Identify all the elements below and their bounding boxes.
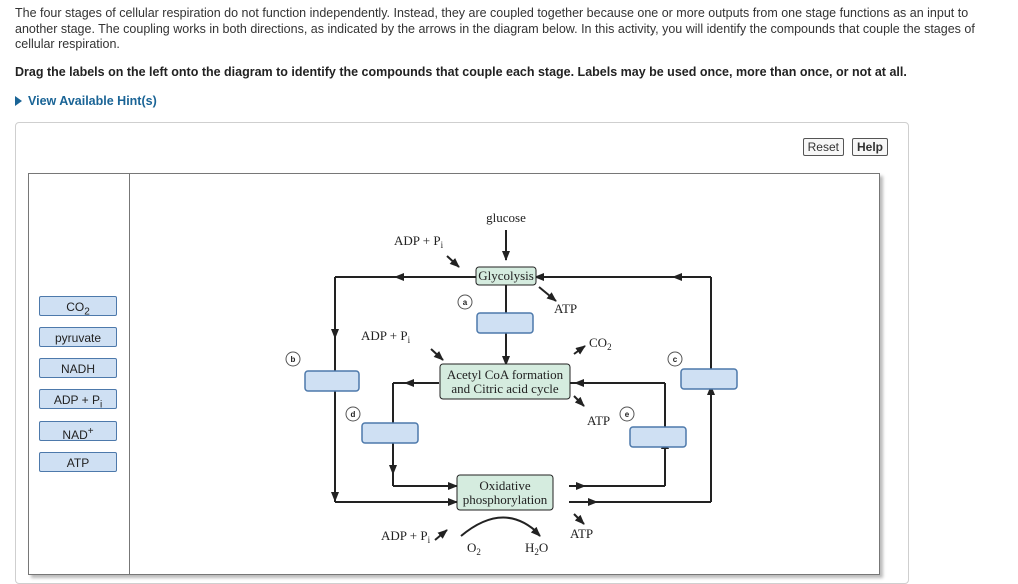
label-co2[interactable]: CO2	[39, 296, 117, 317]
intro-text: The four stages of cellular respiration …	[15, 6, 975, 51]
reset-button[interactable]: Reset	[802, 138, 844, 156]
glycolysis-box	[475, 266, 537, 286]
dropzone-c[interactable]	[680, 368, 738, 390]
target-b-marker	[285, 351, 301, 367]
co2-label: CO2	[589, 335, 612, 352]
label-bank: CO2 pyruvate NADH ADP + Pi NAD+ ATP	[29, 174, 130, 574]
glycolysis-label: Glycolysis	[478, 268, 534, 283]
diagram-panel: CO2 pyruvate NADH ADP + Pi NAD+ ATP	[28, 173, 880, 575]
oxphos-line2: phosphorylation	[463, 492, 548, 507]
connector-arrows	[331, 230, 715, 541]
acetyl-coa-line2: and Citric acid cycle	[451, 381, 558, 396]
dropzone-b[interactable]	[304, 370, 360, 392]
activity-container: Reset Help CO2 pyruvate NADH ADP + Pi NA…	[15, 122, 909, 584]
oxphos-line1: Oxidative	[479, 478, 530, 493]
acetyl-coa-box	[439, 363, 571, 400]
label-adp-pi[interactable]: ADP + Pi	[39, 389, 117, 410]
target-c-marker	[667, 351, 683, 367]
label-atp[interactable]: ATP	[39, 452, 117, 472]
label-pyruvate[interactable]: pyruvate	[39, 327, 117, 347]
target-c-letter: c	[673, 355, 678, 364]
adp-pi-label-1: ADP + Pi	[394, 233, 444, 250]
o2-h2o-curve	[460, 516, 540, 537]
glucose-label: glucose	[486, 210, 526, 225]
view-hints-label: View Available Hint(s)	[28, 94, 157, 108]
target-a-letter: a	[463, 298, 468, 307]
instruction-text: Drag the labels on the left onto the dia…	[15, 65, 907, 79]
o2-label: O2	[467, 540, 481, 557]
acetyl-coa-line1: Acetyl CoA formation	[447, 367, 564, 382]
label-nad-plus[interactable]: NAD+	[39, 421, 117, 442]
adp-pi-label-2: ADP + Pi	[361, 328, 411, 345]
target-e-letter: e	[625, 410, 630, 419]
target-a-marker	[457, 294, 473, 310]
target-b-letter: b	[291, 355, 296, 364]
target-e-marker	[619, 406, 635, 422]
atp-label-3: ATP	[570, 526, 593, 541]
help-button[interactable]: Help	[851, 138, 888, 156]
label-nadh[interactable]: NADH	[39, 358, 117, 378]
view-hints-link[interactable]: View Available Hint(s)	[15, 94, 157, 108]
h2o-label: H2O	[525, 540, 548, 557]
expand-triangle-icon	[15, 96, 22, 106]
target-d-letter: d	[351, 410, 356, 419]
respiration-diagram: glucose Glycolysis Acetyl CoA formation …	[285, 210, 738, 557]
target-d-marker	[345, 406, 361, 422]
dropzone-e[interactable]	[629, 426, 687, 448]
activity-toolbar: Reset Help	[802, 138, 888, 156]
adp-pi-label-3: ADP + Pi	[381, 528, 431, 545]
dropzone-d[interactable]	[361, 422, 419, 444]
dropzone-a[interactable]	[476, 312, 534, 334]
atp-label-1: ATP	[554, 301, 577, 316]
oxphos-box	[456, 474, 554, 511]
atp-label-2: ATP	[587, 413, 610, 428]
